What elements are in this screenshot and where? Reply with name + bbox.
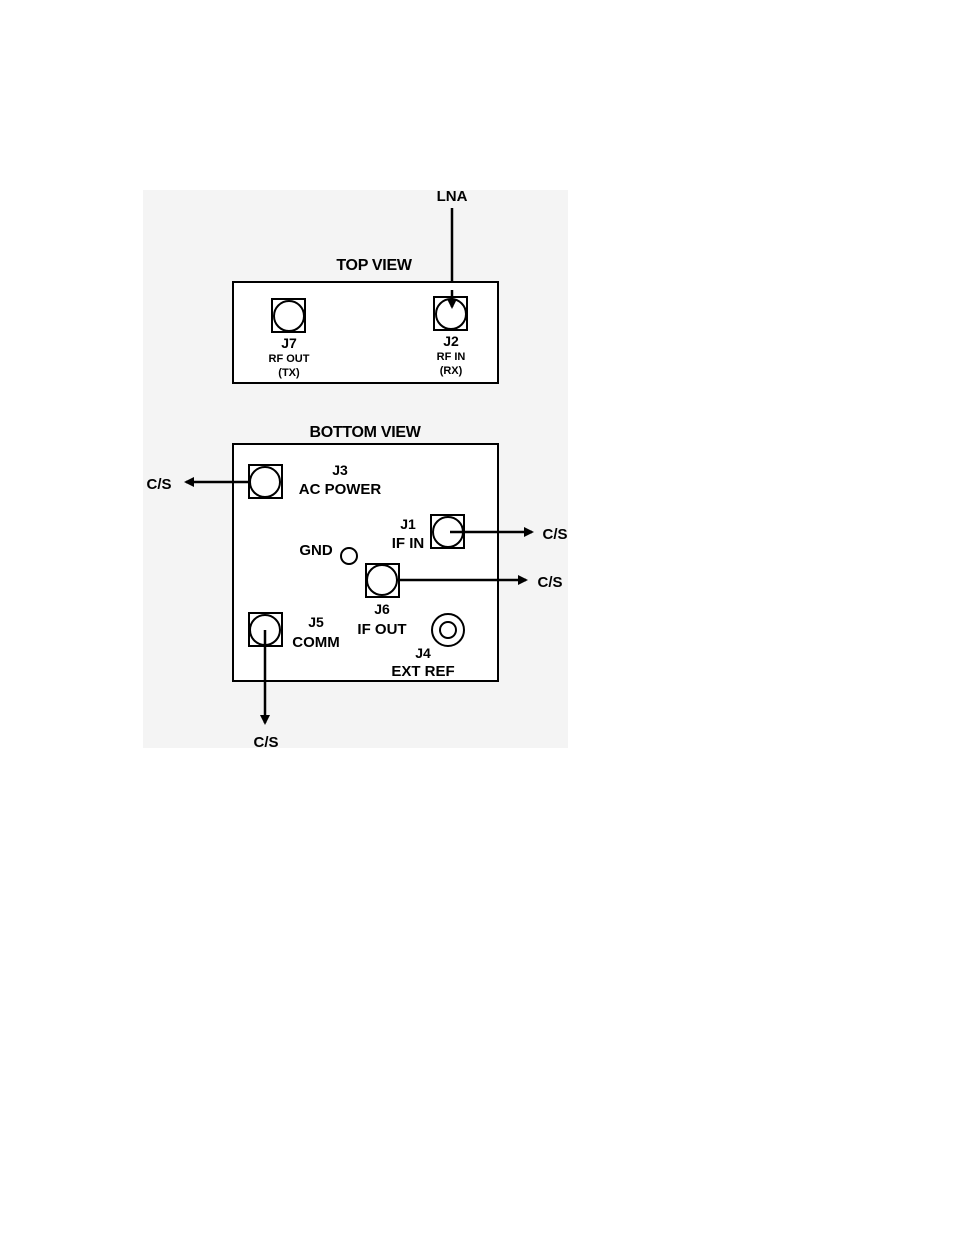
bottom-view: BOTTOM VIEW J3 AC POWER C/S J1 IF IN C/S…: [146, 424, 567, 751]
j2-id: J2: [443, 333, 459, 349]
j2-name: RF IN: [437, 351, 466, 363]
j1-cs-label: C/S: [542, 526, 567, 543]
j4-name: EXT REF: [391, 663, 454, 680]
bottom-view-title: BOTTOM VIEW: [309, 424, 421, 441]
j2-flange: [433, 296, 468, 331]
j1-id: J1: [400, 516, 416, 532]
j3-cs-label: C/S: [146, 476, 171, 493]
j7-flange: [271, 298, 306, 333]
ground-terminal: GND: [299, 542, 358, 565]
j6-cs-label: C/S: [537, 574, 562, 591]
top-view-title: TOP VIEW: [336, 257, 412, 274]
j7-id: J7: [281, 335, 297, 351]
j2-sub: (RX): [440, 365, 463, 377]
j4-inner-ring: [439, 621, 457, 639]
j5-cs-label: C/S: [253, 734, 278, 751]
connector-j6: J6 IF OUT C/S: [357, 563, 563, 638]
j7-jack: [273, 300, 305, 332]
j5-id: J5: [308, 614, 324, 630]
j1-name: IF IN: [392, 535, 425, 552]
gnd-label: GND: [299, 542, 333, 559]
connector-j5: J5 COMM C/S: [248, 612, 340, 751]
j6-name: IF OUT: [357, 621, 406, 638]
connector-j4: J4 EXT REF: [391, 613, 465, 680]
j7-sub: (TX): [278, 367, 300, 379]
lna-label: LNA: [437, 188, 468, 205]
j3-id: J3: [332, 462, 348, 478]
connector-j2: J2 RF IN (RX): [433, 296, 468, 377]
j7-name: RF OUT: [269, 353, 310, 365]
j6-jack: [366, 564, 398, 596]
connector-j1: J1 IF IN C/S: [392, 514, 568, 552]
gnd-post: [340, 547, 358, 565]
j5-name: COMM: [292, 634, 340, 651]
top-view: LNA TOP VIEW J7 RF OUT (TX) J2 RF IN (RX…: [232, 188, 499, 384]
j4-id: J4: [415, 645, 431, 661]
connector-j7: J7 RF OUT (TX): [269, 298, 310, 379]
connector-j3: J3 AC POWER C/S: [146, 462, 382, 499]
j3-jack: [249, 466, 281, 498]
j3-name: AC POWER: [299, 481, 382, 498]
j6-id: J6: [374, 601, 390, 617]
